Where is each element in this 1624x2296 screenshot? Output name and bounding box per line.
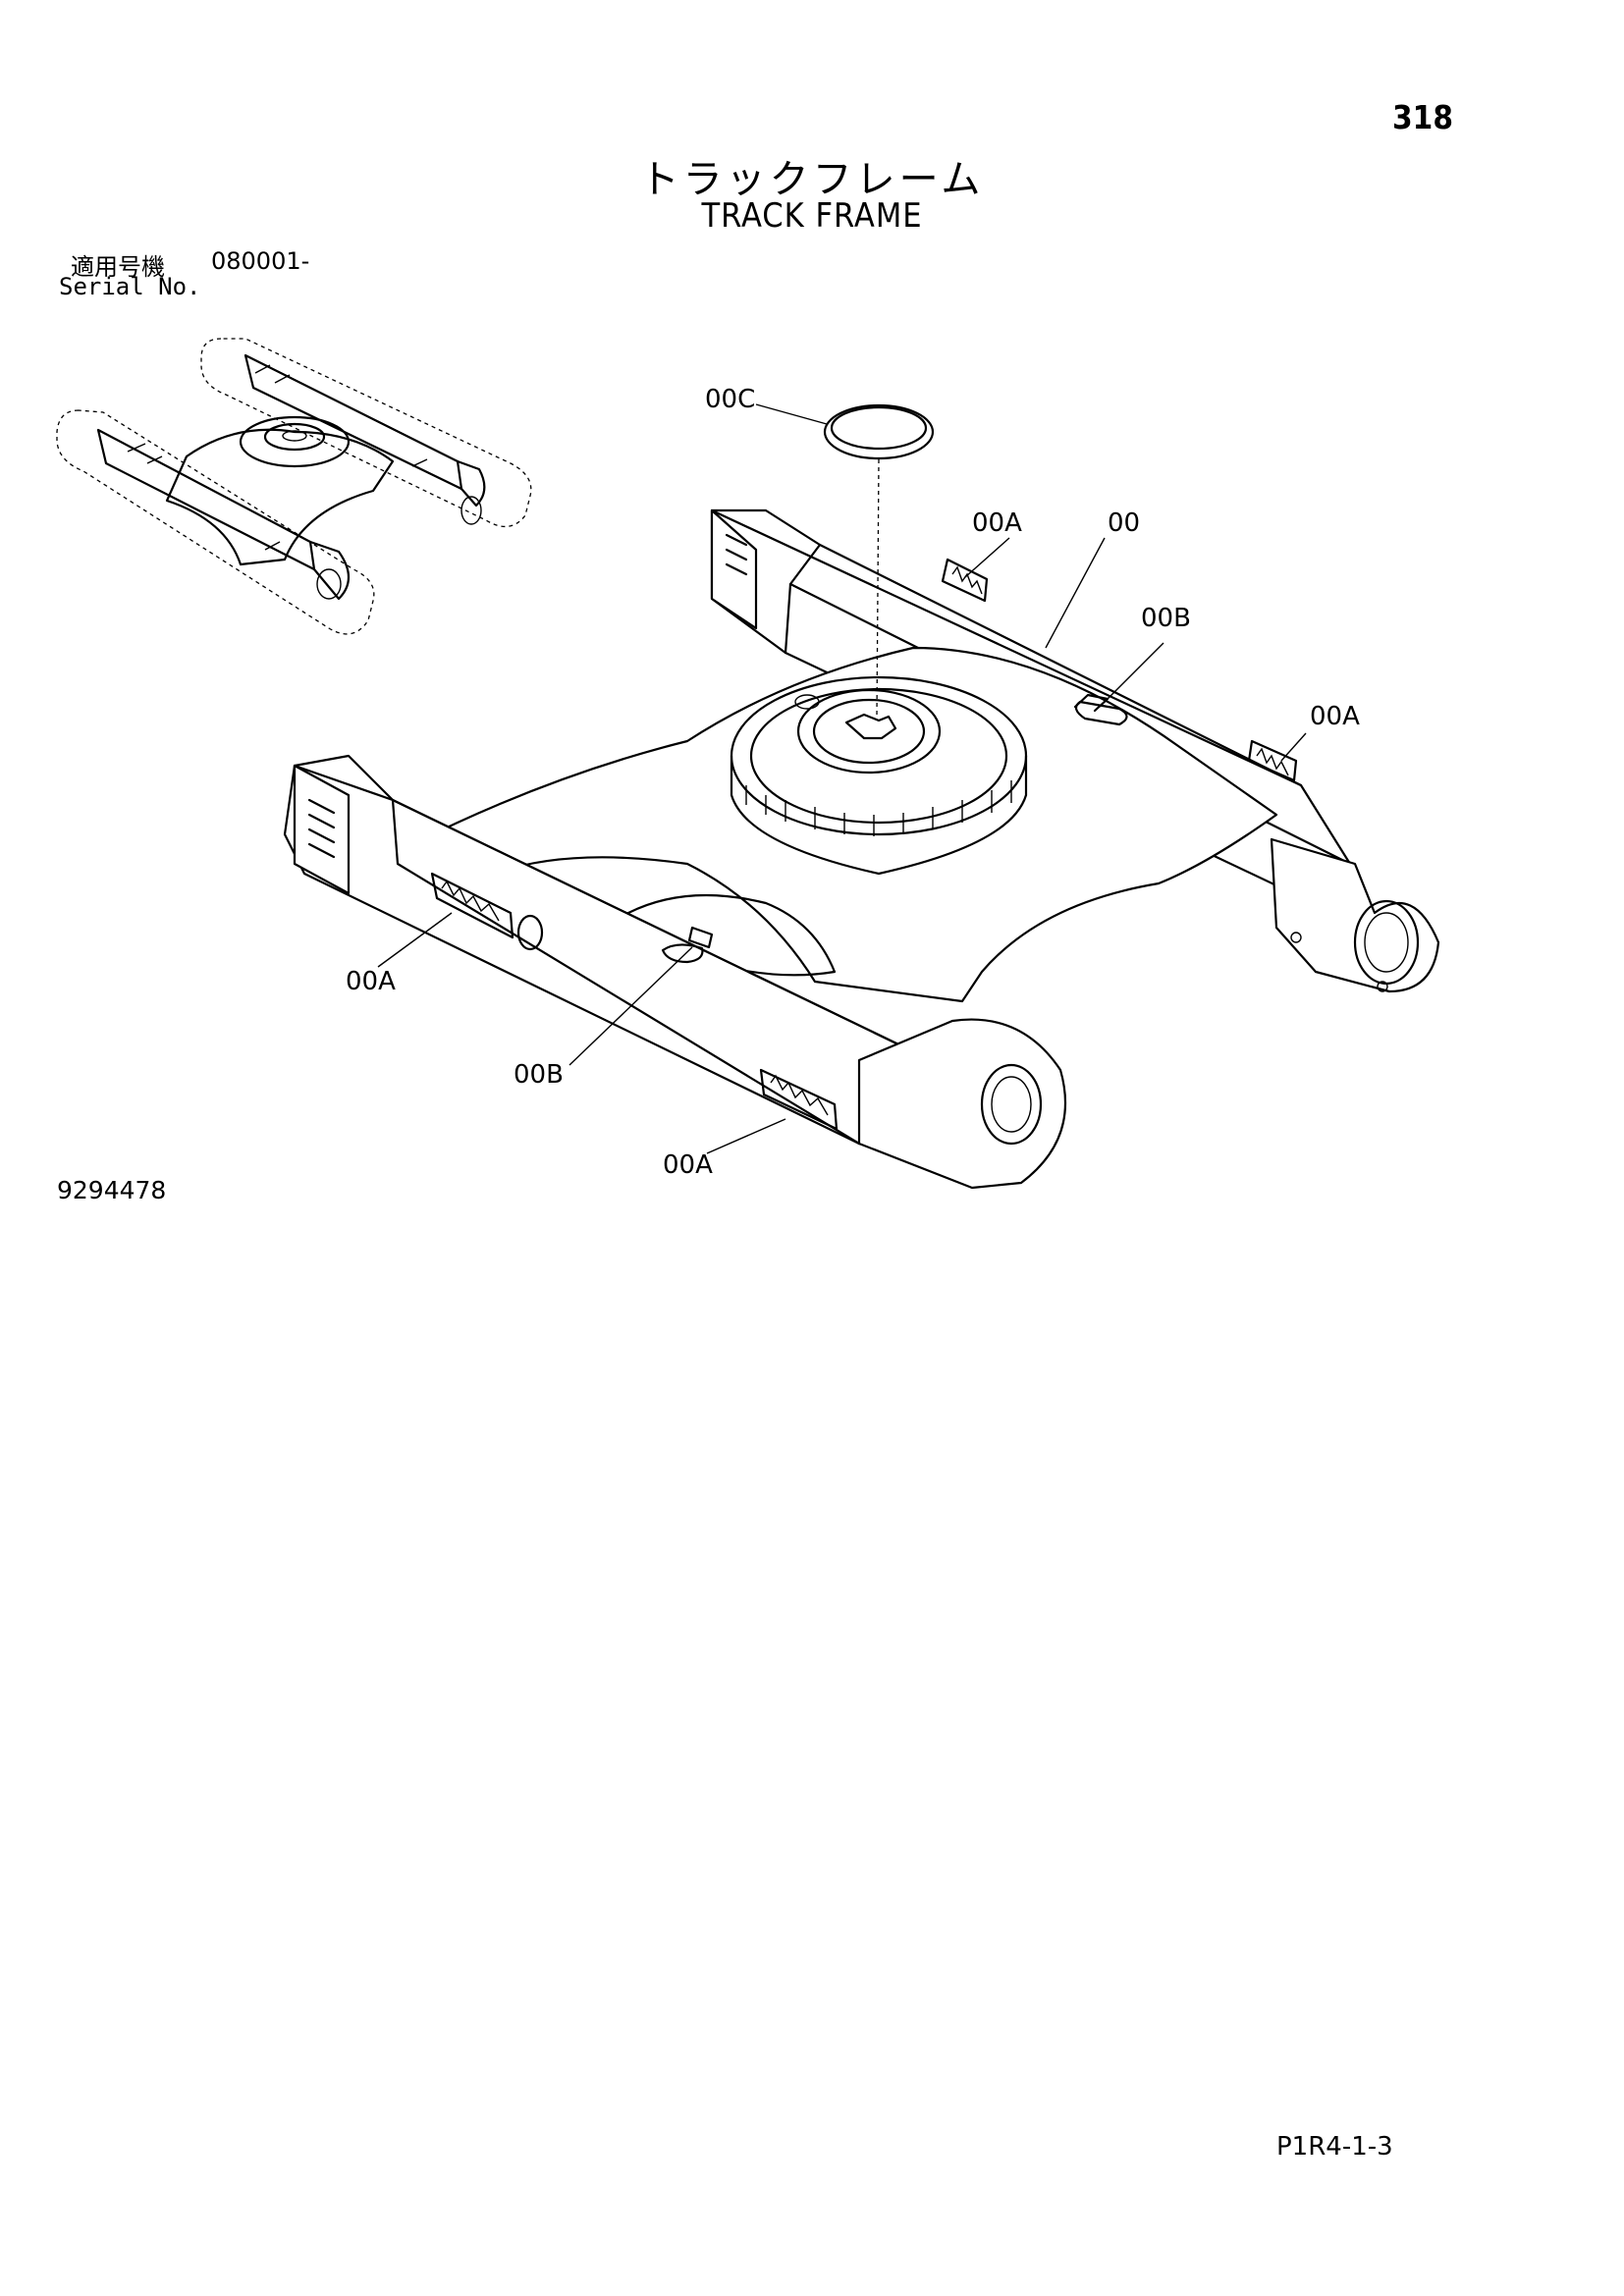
callout-00A-right: 00A bbox=[1310, 702, 1360, 731]
overview-inset bbox=[56, 338, 532, 635]
callout-00B-bottom: 00B bbox=[514, 1060, 564, 1090]
serial-value: 080001- bbox=[211, 247, 310, 275]
serial-label-english: Serial No. bbox=[59, 273, 201, 300]
page-code: P1R4-1-3 bbox=[1276, 2132, 1393, 2162]
callout-leaders bbox=[377, 403, 1307, 1154]
seal-ring-00C bbox=[823, 403, 935, 718]
serial-label-japanese: 適用号機 bbox=[71, 253, 165, 281]
track-frame-drawing bbox=[283, 508, 1440, 1190]
drawing-number: 9294478 bbox=[57, 1176, 167, 1204]
callout-00A-top: 00A bbox=[972, 508, 1022, 538]
callout-00C: 00C bbox=[705, 385, 756, 414]
callout-00A-bottom: 00A bbox=[663, 1150, 713, 1180]
title-english: TRACK FRAME bbox=[701, 196, 923, 236]
callout-00: 00 bbox=[1108, 508, 1141, 538]
title-japanese: トラックフレーム bbox=[639, 157, 985, 202]
callout-00A-left: 00A bbox=[346, 967, 396, 996]
callout-00B-right: 00B bbox=[1141, 604, 1191, 633]
page-number: 318 bbox=[1392, 98, 1453, 136]
